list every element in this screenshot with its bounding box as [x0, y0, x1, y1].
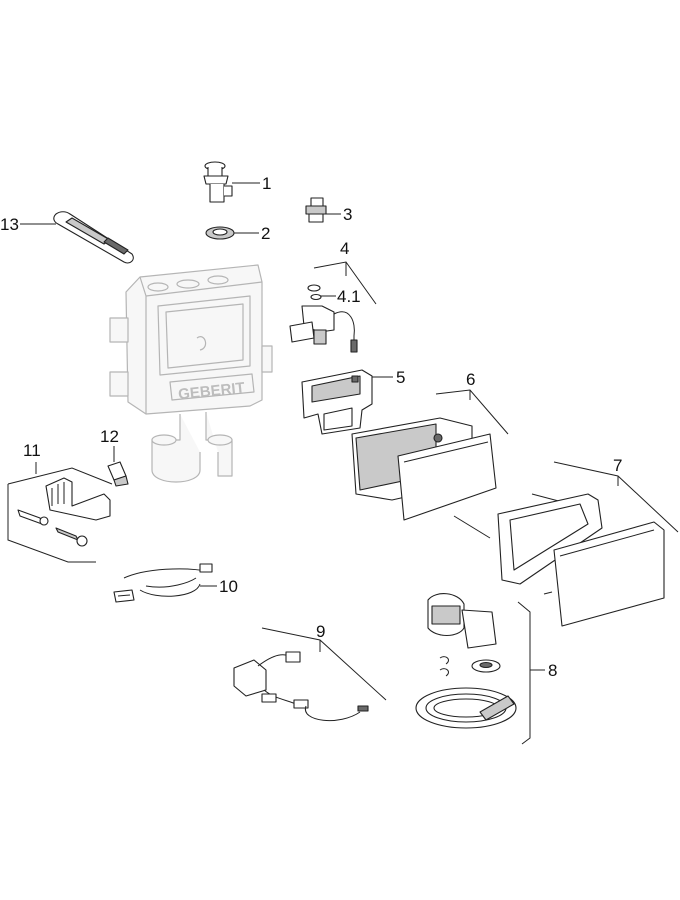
part-12-clip: [107, 446, 129, 487]
label-13: 13: [0, 215, 19, 234]
part-13-remote-control: [20, 211, 134, 264]
label-9: 9: [316, 622, 325, 641]
part-7-cover-plate: [453, 461, 679, 627]
label-4: 4: [340, 239, 349, 258]
label-5: 5: [396, 368, 405, 387]
part-1-valve: [203, 161, 260, 203]
label-6: 6: [466, 370, 475, 389]
label-10: 10: [219, 577, 238, 596]
part-3-fitting: [305, 197, 341, 223]
part-11-fixing-set: [7, 462, 113, 563]
part-5-mounting-frame: [301, 369, 393, 435]
part-4-valve-module: [289, 261, 377, 353]
concealed-box-ghost: GEBERIT: [109, 264, 273, 483]
brand-text: GEBERIT: [177, 379, 245, 403]
label-7: 7: [613, 456, 622, 475]
label-11: 11: [23, 441, 41, 460]
label-4-1: 4.1: [337, 287, 361, 306]
label-2: 2: [261, 224, 270, 243]
part-9-power-supply: [233, 627, 387, 722]
part-2-ring: [205, 226, 259, 240]
part-8-hose-set: [415, 593, 545, 745]
label-12: 12: [100, 427, 119, 446]
part-6-electronics-box: [351, 389, 509, 521]
part-10-cable: [113, 563, 217, 603]
label-8: 8: [548, 661, 557, 680]
label-1: 1: [262, 174, 271, 193]
label-3: 3: [343, 205, 352, 224]
